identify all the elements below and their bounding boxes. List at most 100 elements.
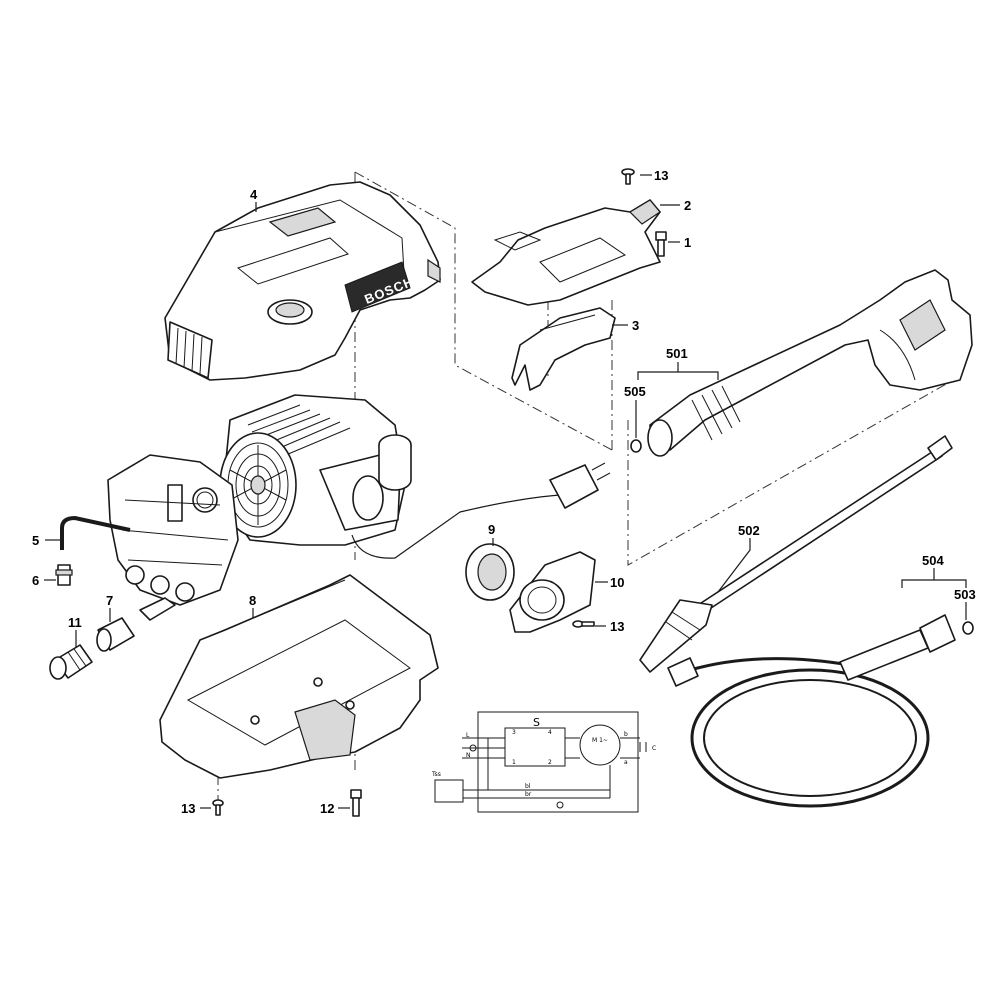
motor-flange <box>352 475 384 521</box>
top-cover-part-4: BOSCH <box>164 181 441 381</box>
bracket-body <box>511 307 616 391</box>
spray-gun-lance-grip <box>691 385 741 441</box>
capacitor-body <box>378 445 412 491</box>
side-panel-socket <box>519 579 565 621</box>
terminal-label-3: 3 <box>512 729 516 736</box>
filter-7-end <box>96 628 112 652</box>
terminal-label-L: L <box>466 732 470 739</box>
switch-block <box>504 727 566 767</box>
bracket-ridge <box>539 314 596 331</box>
guide-line-gun-box <box>627 374 963 566</box>
terminal-label-br: br <box>525 791 532 798</box>
hose-coil-inner <box>703 679 917 797</box>
handle-body <box>471 199 661 306</box>
callout-1: 1 <box>684 235 691 250</box>
callout-2: 2 <box>684 198 691 213</box>
screw-1-shank <box>657 239 665 257</box>
screw-part-12 <box>350 789 362 817</box>
callout-8: 8 <box>249 593 256 608</box>
screw-13-mid-shank <box>581 621 595 627</box>
power-plug-body <box>549 464 599 509</box>
callout-13-bottom: 13 <box>181 801 195 816</box>
motor-shaft-hub <box>250 475 266 495</box>
terminal-label-1: 1 <box>512 759 516 766</box>
spray-gun-trigger <box>899 299 946 351</box>
spray-gun-body <box>649 269 973 451</box>
suction-hose-part-5 <box>60 515 131 550</box>
leader-501-bracket <box>637 371 719 380</box>
filter-part-7 <box>96 617 135 652</box>
base-tray-part-8 <box>159 574 439 779</box>
fitting-part-6 <box>55 564 73 586</box>
handle-grip-opening <box>539 237 627 283</box>
fitting-6-nut <box>55 569 73 576</box>
callout-leaders <box>44 174 967 809</box>
screw-13-bottom-shank <box>215 804 221 816</box>
thermal-switch-block <box>434 779 464 803</box>
hose-fitting-nut <box>919 614 956 653</box>
guide-line-cover-to-handle <box>354 171 613 451</box>
hose-lead <box>689 657 851 672</box>
o-ring-505 <box>630 439 642 453</box>
handle-front-tab <box>493 231 542 251</box>
grommet-inner <box>477 553 507 591</box>
motor-assembly <box>219 394 412 546</box>
terminal-label-4: 4 <box>548 729 552 736</box>
screw-part-1 <box>655 231 667 257</box>
screw-part-13-bottom <box>212 799 224 816</box>
suction-hose-tube <box>60 515 131 550</box>
motor-symbol <box>579 724 621 766</box>
callout-501: 501 <box>666 346 688 361</box>
wiring-lines <box>462 737 640 799</box>
carry-handle-part-2 <box>471 199 661 306</box>
base-tray-mount-hole-2 <box>313 677 323 687</box>
pump-outlet-fitting <box>139 597 176 621</box>
earth-terminal <box>469 744 477 752</box>
top-cover-ridge <box>214 199 406 291</box>
switch-label: S <box>533 716 540 729</box>
callout-11: 11 <box>68 615 82 630</box>
handle-bracket-part-3 <box>511 307 616 391</box>
top-cover-vent-grille <box>167 321 213 379</box>
terminal-label-2: 2 <box>548 759 552 766</box>
terminal-label-bl: bl <box>525 783 531 790</box>
callout-9: 9 <box>488 522 495 537</box>
thermal-switch-label: Tss <box>431 771 441 778</box>
screw-12-head <box>350 789 362 799</box>
grommet-part-9 <box>465 543 515 601</box>
top-cover-filler-port-inner <box>275 302 305 318</box>
hose-fitting-sleeve <box>839 629 929 681</box>
callout-502: 502 <box>738 523 760 538</box>
terminal-label-b: b <box>624 731 628 738</box>
capacitor-label: C <box>652 745 656 752</box>
spray-gun-trigger-guard <box>879 329 916 381</box>
lance-tube <box>697 449 943 613</box>
o-ring-503 <box>962 621 974 635</box>
callout-10: 10 <box>610 575 624 590</box>
base-tray-foot <box>294 699 356 761</box>
screw-13-top-shank <box>625 173 631 185</box>
callout-503: 503 <box>954 587 976 602</box>
terminal-label-N: N <box>466 752 471 759</box>
callout-505: 505 <box>624 384 646 399</box>
screw-1-head <box>655 231 667 241</box>
o-ring-part-505 <box>630 439 642 453</box>
pump-body-edges <box>121 499 229 566</box>
callout-labels: 13 2 1 3 4 5 6 7 8 9 10 11 12 13 13 501 … <box>32 168 976 816</box>
base-tray-rim <box>199 579 346 641</box>
screw-12-shank <box>352 797 360 817</box>
callout-4: 4 <box>250 187 258 202</box>
pump-cylinder-heads <box>125 565 195 602</box>
lance-coupling <box>927 435 953 461</box>
wiring-diagram: S M 1~ C Tss L N 1 2 3 4 <box>431 711 656 813</box>
callout-13-mid: 13 <box>610 619 624 634</box>
leader-502 <box>717 538 751 593</box>
connector-11-ribs <box>67 648 87 671</box>
base-tray-mount-hole-1 <box>250 715 260 725</box>
wiring-enclosure <box>477 711 639 813</box>
callout-5: 5 <box>32 533 39 548</box>
o-ring-part-503 <box>962 621 974 635</box>
pump-assembly <box>107 454 239 621</box>
screw-part-13-top <box>621 168 635 185</box>
